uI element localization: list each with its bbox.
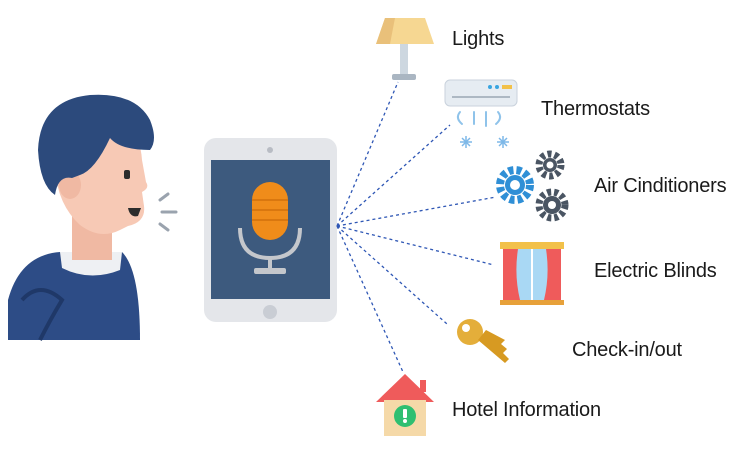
- hotel-house-icon: [376, 374, 434, 436]
- thermostat-icon: [444, 79, 518, 148]
- label-electric-blinds: Electric Blinds: [594, 260, 717, 282]
- connector-air: [336, 196, 497, 227]
- connector-thermostats: [336, 124, 451, 227]
- gears-icon: [496, 150, 569, 222]
- label-lights: Lights: [452, 28, 505, 50]
- label-hotel-information: Hotel Information: [452, 399, 601, 421]
- connector-lights: [336, 81, 399, 227]
- label-thermostats: Thermostats: [541, 98, 650, 120]
- tablet-microphone-icon: [204, 138, 337, 322]
- connector-hotel: [336, 225, 404, 373]
- connector-lines: [336, 81, 497, 373]
- connector-blinds: [336, 225, 495, 266]
- connector-checkin: [336, 225, 448, 325]
- lamp-icon: [376, 18, 434, 80]
- label-check-in-out: Check-in/out: [572, 339, 682, 361]
- window-blinds-icon: [500, 242, 564, 305]
- label-air-conditioners: Air Cinditioners: [594, 175, 727, 197]
- person-speaking-icon: [8, 94, 178, 341]
- key-icon: [457, 319, 509, 363]
